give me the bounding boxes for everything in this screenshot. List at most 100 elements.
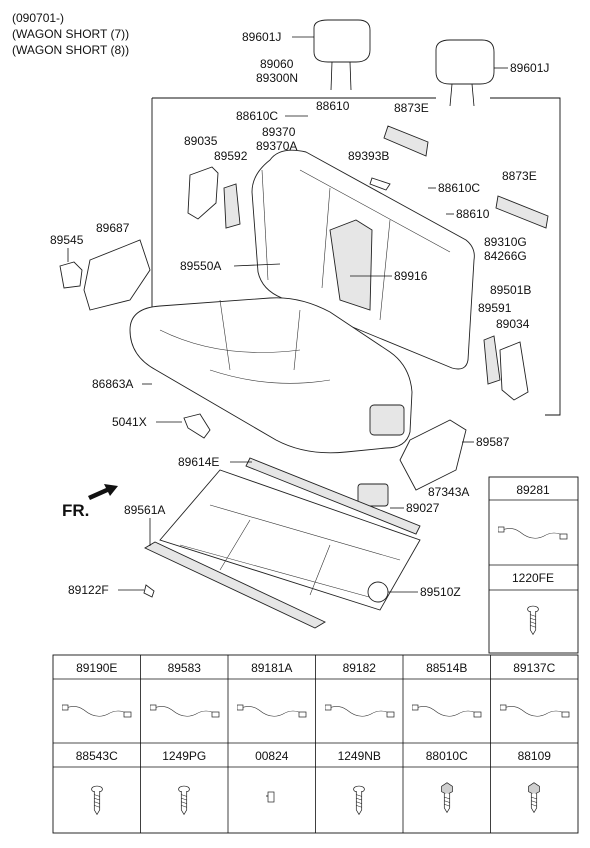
callout-8873E-b: 8873E <box>502 169 537 183</box>
part-89027 <box>357 483 389 507</box>
part-89587 <box>399 419 467 491</box>
svg-text:89601J: 89601J <box>242 30 281 44</box>
part-89034 <box>499 341 529 401</box>
callout-89027: 89027 <box>390 501 440 515</box>
side-table-code-2: 1220FE <box>512 571 554 585</box>
callout-8873E-a: 8873E <box>394 101 429 115</box>
callout-87343A: 87343A <box>428 485 469 499</box>
callout-89592: 89592 <box>214 149 248 163</box>
callout-89550A: 89550A <box>180 259 281 273</box>
svg-text:88610: 88610 <box>456 207 490 221</box>
part-89035 <box>187 166 219 220</box>
wire-harness-icon <box>498 526 568 540</box>
callout-89370: 89370 <box>262 125 296 139</box>
callout-89300N: 89300N <box>256 71 298 85</box>
wire-harness-icon <box>412 704 482 718</box>
callout-89310G: 89310G <box>484 235 527 249</box>
callout-89510Z: 89510Z <box>388 585 461 599</box>
callout-89591: 89591 <box>478 301 512 315</box>
seat-cushion <box>129 297 413 454</box>
table-code-88109: 88109 <box>518 749 552 763</box>
callout-88610C-b: 88610C <box>428 181 480 195</box>
part-89545 <box>59 261 83 289</box>
table-code-88514B: 88514B <box>426 661 467 675</box>
svg-text:89122F: 89122F <box>68 583 109 597</box>
headrest-right <box>435 39 495 107</box>
part-89592 <box>223 183 241 229</box>
side-parts-table: 89281 1220FE <box>488 476 579 654</box>
svg-text:89916: 89916 <box>394 269 428 283</box>
flange-bolt-icon <box>528 782 540 813</box>
wire-harness-icon <box>325 704 395 718</box>
part-89591 <box>483 335 501 385</box>
svg-text:89545: 89545 <box>50 233 84 247</box>
model-note-2: (WAGON SHORT (7)) <box>12 27 129 41</box>
table-code-89182: 89182 <box>343 661 377 675</box>
callout-89587: 89587 <box>462 435 510 449</box>
wire-harness-icon <box>237 704 307 718</box>
callout-5041X: 5041X <box>112 415 182 429</box>
table-code-00824: 00824 <box>255 749 289 763</box>
svg-text:89027: 89027 <box>406 501 440 515</box>
callout-86863A: 86863A <box>92 377 152 391</box>
table-code-88010C: 88010C <box>426 749 468 763</box>
screw-icon <box>178 785 190 815</box>
svg-text:89550A: 89550A <box>180 259 221 273</box>
callout-88610-a: 88610 <box>316 99 350 113</box>
table-code-89583: 89583 <box>168 661 202 675</box>
bottom-parts-table: 89190E 89583 89181A 89182 88514B 89137C … <box>52 654 579 834</box>
callout-89035: 89035 <box>184 134 218 148</box>
callout-89034: 89034 <box>496 317 530 331</box>
callout-84266G: 84266G <box>484 249 527 263</box>
callout-89370A: 89370A <box>256 139 297 153</box>
model-note-3: (WAGON SHORT (8)) <box>12 43 129 57</box>
wire-harness-icon <box>150 704 220 718</box>
svg-text:88610C: 88610C <box>236 109 278 123</box>
side-table-code-1: 89281 <box>516 483 550 497</box>
callout-89687: 89687 <box>96 221 130 235</box>
svg-text:89614E: 89614E <box>178 455 219 469</box>
callout-89916: 89916 <box>350 269 428 283</box>
part-89687 <box>83 239 151 311</box>
flange-bolt-icon <box>441 782 453 813</box>
screw-icon <box>353 785 365 815</box>
screw-icon <box>91 785 103 815</box>
svg-text:89510Z: 89510Z <box>420 585 461 599</box>
front-arrow-icon <box>88 484 118 500</box>
model-note-1: (090701-) <box>12 11 64 25</box>
callout-89060: 89060 <box>260 57 294 71</box>
part-89122F <box>143 584 155 598</box>
table-code-89137C: 89137C <box>513 661 555 675</box>
part-89393B <box>369 177 391 191</box>
svg-text:86863A: 86863A <box>92 377 133 391</box>
callout-89545: 89545 <box>50 233 84 262</box>
callout-89122F: 89122F <box>68 583 144 597</box>
svg-text:5041X: 5041X <box>112 415 147 429</box>
table-code-89190E: 89190E <box>76 661 117 675</box>
callout-89561A: 89561A <box>124 503 165 546</box>
table-code-1249NB: 1249NB <box>338 749 381 763</box>
callout-89501B: 89501B <box>490 283 531 297</box>
table-code-88543C: 88543C <box>76 749 118 763</box>
headrest-left <box>313 19 371 91</box>
svg-text:89561A: 89561A <box>124 503 165 517</box>
seat-back <box>251 149 475 370</box>
screw-icon <box>527 605 539 635</box>
part-8873E-b <box>495 195 549 229</box>
callout-88610-b: 88610 <box>446 207 490 221</box>
part-5041X <box>183 413 211 439</box>
svg-text:88610C: 88610C <box>438 181 480 195</box>
front-direction-label: FR. <box>62 501 89 520</box>
seat-frame <box>144 457 421 629</box>
svg-text:89601J: 89601J <box>510 61 549 75</box>
callout-89393B: 89393B <box>348 149 389 163</box>
pin-icon <box>266 791 275 803</box>
callout-89601J-left: 89601J <box>242 30 314 44</box>
table-code-89181A: 89181A <box>251 661 292 675</box>
wire-harness-icon <box>62 704 132 718</box>
svg-text:89587: 89587 <box>476 435 510 449</box>
seatback-group-box-right <box>490 97 561 416</box>
part-8873E-a <box>383 125 429 157</box>
